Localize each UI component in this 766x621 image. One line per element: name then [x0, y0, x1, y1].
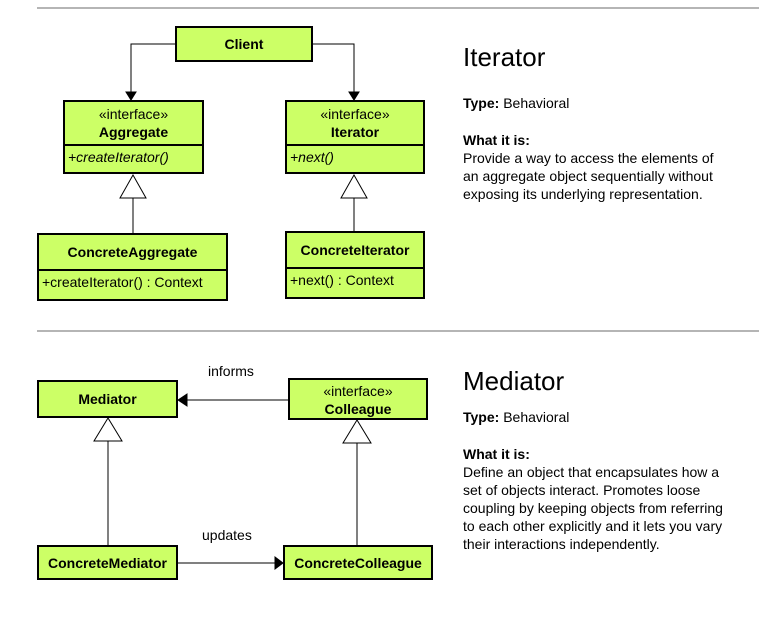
concrete-colleague-box: ConcreteColleague: [283, 545, 433, 580]
aggregate-inheritance: [119, 173, 147, 233]
concrete-iterator-box: ConcreteIterator +next() : Context: [285, 231, 425, 299]
client-box: Client: [175, 26, 313, 62]
top-rule: [37, 7, 759, 9]
mediator-type-value: Behavioral: [503, 409, 570, 425]
iterator-description-line: exposing its underlying representation.: [463, 186, 703, 202]
aggregate-operation: +createIterator(): [65, 144, 202, 168]
concrete-iterator-name: ConcreteIterator: [300, 242, 410, 258]
mediator-inheritance: [93, 417, 123, 545]
concrete-aggregate-operation: +createIterator() : Context: [39, 269, 226, 293]
aggregate-stereotype: «interface»: [98, 106, 169, 122]
colleague-interface-box: «interface» Colleague: [288, 378, 428, 420]
concrete-mediator-label: ConcreteMediator: [47, 554, 168, 571]
iterator-description-panel: Iterator Type: Behavioral What it is: Pr…: [463, 42, 763, 203]
concrete-colleague-label: ConcreteColleague: [294, 554, 422, 571]
iterator-name: Iterator: [330, 124, 380, 140]
mediator-description-line: Define an object that encapsulates how a: [463, 464, 720, 480]
aggregate-name: Aggregate: [98, 124, 169, 140]
updates-label: updates: [202, 527, 252, 543]
mediator-label: Mediator: [78, 391, 137, 407]
iterator-what-label: What it is:: [463, 132, 530, 148]
iterator-stereotype: «interface»: [320, 106, 390, 122]
mediator-what-label: What it is:: [463, 446, 530, 462]
informs-label: informs: [208, 363, 254, 379]
colleague-inheritance: [342, 419, 372, 545]
colleague-name: Colleague: [324, 401, 392, 417]
iterator-description-line: Provide a way to access the elements of: [463, 150, 714, 166]
colleague-stereotype: «interface»: [323, 383, 393, 399]
informs-arrow: [177, 393, 288, 407]
mediator-title: Mediator: [463, 366, 565, 396]
mediator-description-line: set of objects interact. Promotes loose: [463, 482, 701, 498]
client-label: Client: [224, 36, 264, 52]
client-to-aggregate-arrow: [125, 43, 175, 101]
concrete-aggregate-name: ConcreteAggregate: [67, 244, 198, 260]
section-divider: [37, 330, 759, 332]
concrete-iterator-operation: +next() : Context: [287, 267, 423, 291]
updates-arrow: [178, 556, 284, 570]
mediator-box: Mediator: [37, 380, 178, 418]
mediator-description-line: to each other explicitly and it lets you…: [463, 518, 723, 534]
mediator-description-line: their interactions independently.: [463, 536, 660, 552]
iterator-interface-box: «interface» Iterator +next(): [285, 100, 425, 174]
mediator-description-line: coupling by keeping objects from referri…: [463, 500, 723, 516]
concrete-aggregate-box: ConcreteAggregate +createIterator() : Co…: [37, 233, 228, 301]
iterator-type-label: Type:: [463, 95, 500, 111]
aggregate-interface-box: «interface» Aggregate +createIterator(): [63, 100, 204, 174]
mediator-type-label: Type:: [463, 409, 500, 425]
iterator-inheritance: [340, 173, 368, 231]
iterator-type-value: Behavioral: [503, 95, 570, 111]
iterator-operation: +next(): [287, 144, 423, 168]
iterator-title: Iterator: [463, 42, 546, 72]
client-to-iterator-arrow: [313, 43, 360, 101]
concrete-mediator-box: ConcreteMediator: [37, 545, 178, 580]
iterator-description-line: an aggregate object sequentially without: [463, 168, 713, 184]
mediator-description-panel: Mediator Type: Behavioral What it is: De…: [463, 366, 763, 553]
